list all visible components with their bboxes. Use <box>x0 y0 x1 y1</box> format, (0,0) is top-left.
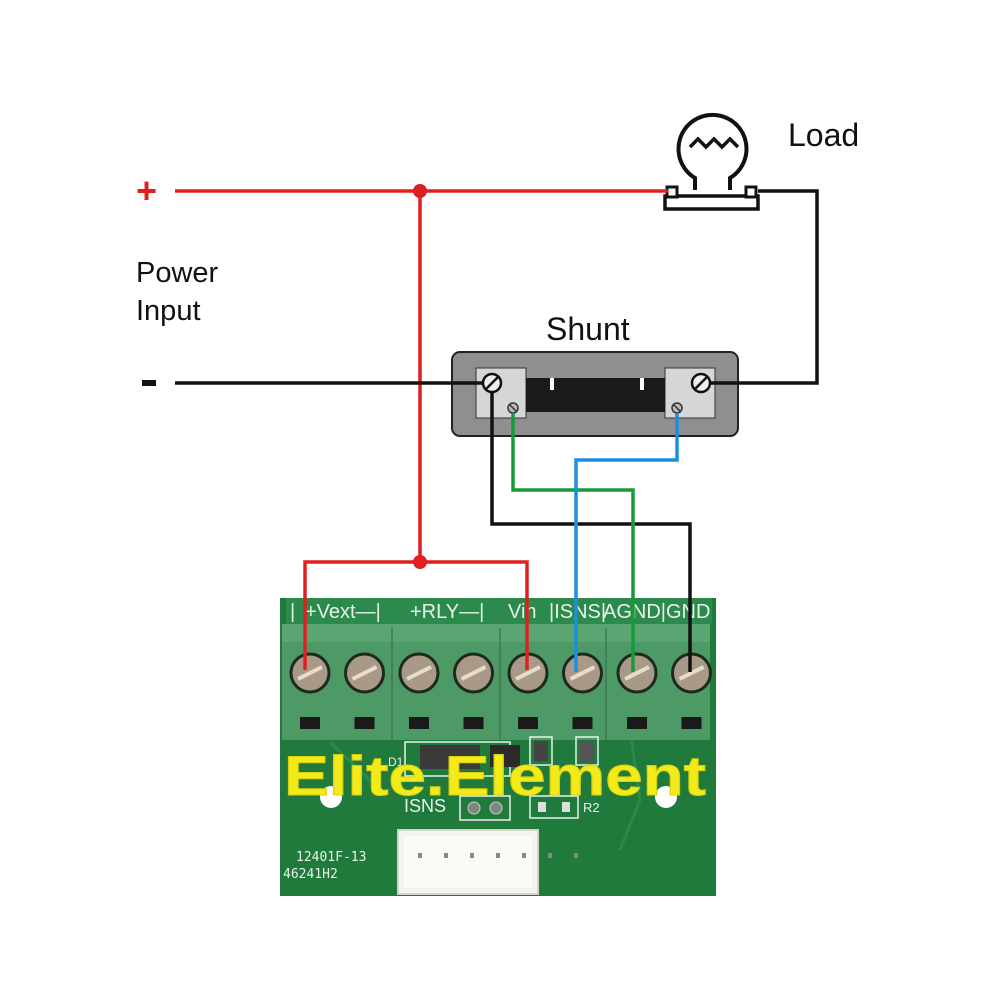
connector-pins <box>418 853 578 858</box>
connector-pin <box>522 853 526 858</box>
terminal-slots <box>300 717 702 729</box>
wire-isns-sense <box>574 413 679 672</box>
capacitor <box>580 741 594 761</box>
connector-pin <box>418 853 422 858</box>
wire-agnd-sense <box>511 413 635 672</box>
wire-positive-vext <box>303 560 420 670</box>
bulb-base <box>663 194 760 211</box>
junction-top <box>413 184 427 198</box>
terminal-slot <box>681 717 702 729</box>
wire-positive-vin <box>420 560 529 670</box>
shunt-screw-left <box>481 372 503 394</box>
mounting-hole-right <box>655 786 677 808</box>
load-bulb <box>663 112 760 211</box>
load-label: Load <box>788 117 859 153</box>
connector-pin <box>444 853 448 858</box>
pcb-trace <box>618 729 642 851</box>
connector-pin <box>496 853 500 858</box>
ic-chip <box>490 745 520 767</box>
shunt <box>451 351 739 437</box>
connector-pin <box>548 853 552 858</box>
diode-d1 <box>420 745 480 769</box>
wire-load-return <box>710 189 819 385</box>
isns-jumper <box>459 795 511 821</box>
terminal-slot <box>463 717 484 729</box>
resistor <box>534 741 548 761</box>
shunt-screw-right <box>690 372 712 394</box>
connector-pin <box>470 853 474 858</box>
terminal-label-sep: | <box>290 601 295 623</box>
terminal-label-vext: +Vext—| <box>305 601 381 623</box>
r2-outline <box>529 795 579 819</box>
junction-bottom <box>413 555 427 569</box>
part-number-1: 12401F-13 <box>296 850 366 865</box>
terminal-label-rly: +RLY—| <box>410 601 484 623</box>
silkscreen-r2: R2 <box>583 800 600 815</box>
terminal-screw <box>453 652 494 694</box>
terminal-label-strip <box>286 598 712 624</box>
terminal-screw <box>289 652 331 694</box>
terminal-slot <box>627 717 647 729</box>
terminal-screw <box>344 652 385 694</box>
wires <box>175 184 819 672</box>
terminal-label-gnd: GND <box>666 601 710 623</box>
terminal-screw <box>398 652 440 694</box>
shunt-terminal-left <box>475 367 527 419</box>
pcb-trace <box>328 740 382 792</box>
bulb-glass <box>676 112 749 190</box>
terminal-screws <box>289 652 712 694</box>
shunt-bar <box>526 378 665 412</box>
terminal-slot <box>518 717 538 729</box>
shunt-sense-screw-right <box>671 402 683 414</box>
terminal-slot <box>300 717 320 729</box>
bulb-filament <box>688 136 740 150</box>
connector-pin <box>574 853 578 858</box>
power-input-label-line1: Power <box>136 257 219 289</box>
shunt-label: Shunt <box>546 311 630 347</box>
silkscreen-isns: ISNS <box>404 796 446 816</box>
positive-symbol: + <box>136 170 157 211</box>
terminal-label-vin: Vin <box>508 601 537 623</box>
wire-gnd <box>490 392 692 672</box>
terminal-slot <box>354 717 375 729</box>
negative-symbol <box>142 380 156 386</box>
mounting-hole-left <box>320 786 342 808</box>
brand-watermark: Elite.Element <box>284 744 706 807</box>
part-number-2: 46241H2 <box>283 867 338 882</box>
terminal-slot <box>572 717 593 729</box>
terminal-screw <box>616 652 658 694</box>
silkscreen-d1: D1 <box>388 755 404 769</box>
terminal-screw <box>562 652 603 694</box>
terminal-slot <box>409 717 429 729</box>
power-input-label-line2: Input <box>136 295 201 327</box>
pcb-board: | +Vext—| +RLY—| Vin |ISNS| AGND| GND D1… <box>280 598 716 896</box>
shunt-sense-screw-left <box>507 402 519 414</box>
